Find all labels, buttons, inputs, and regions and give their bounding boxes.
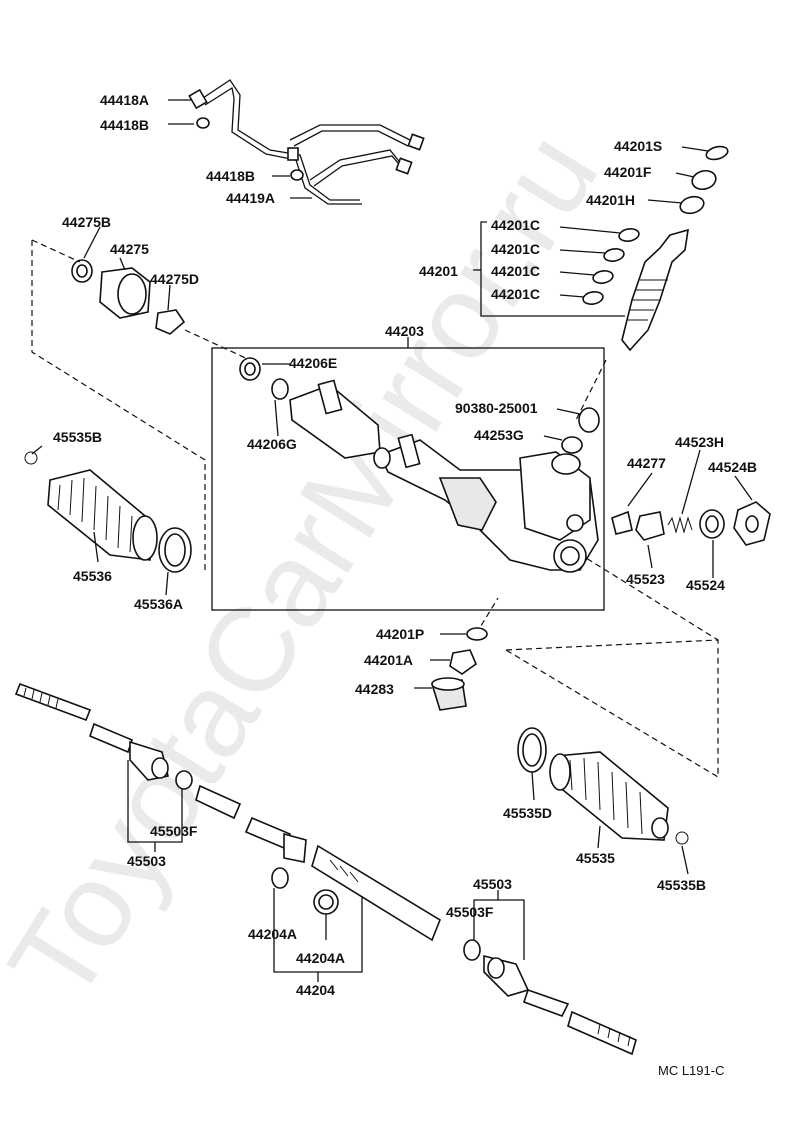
label-44206G: 44206G [247,436,297,452]
label-44206E: 44206E [289,355,337,371]
label-45503-right: 45503 [473,876,512,892]
label-44419A: 44419A [226,190,275,206]
label-44201P: 44201P [376,626,424,642]
label-44203: 44203 [385,323,424,339]
label-44275D: 44275D [150,271,199,287]
pinion-nut-group [430,627,488,711]
label-44253G: 44253G [474,427,524,443]
label-44275B: 44275B [62,214,111,230]
label-44524B: 44524B [708,459,757,475]
label-45536: 45536 [73,568,112,584]
label-44418B-upper: 44418B [100,117,149,133]
pinion-valve-group [582,145,729,352]
label-44201S: 44201S [614,138,662,154]
label-44201C-4: 44201C [491,286,540,302]
label-45535B-left: 45535B [53,429,102,445]
label-45535B-right: 45535B [657,877,706,893]
diagram-code: MC L191-C [658,1063,724,1078]
label-44201F: 44201F [604,164,652,180]
label-44201C-2: 44201C [491,241,540,257]
label-44201: 44201 [419,263,458,279]
pressure-tubes [188,79,425,205]
label-44204: 44204 [296,982,335,998]
bushing-group [71,259,186,335]
label-90380-25001: 90380-25001 [455,400,538,416]
gear-housing [239,357,600,573]
label-44201C-3: 44201C [491,263,540,279]
label-44201A: 44201A [364,652,413,668]
label-44201C-1: 44201C [491,217,540,233]
label-45523: 45523 [626,571,665,587]
right-boot-group [517,727,689,845]
label-45535D: 45535D [503,805,552,821]
label-44204A-right: 44204A [296,950,345,966]
label-45503F-left: 45503F [150,823,198,839]
rack-and-tie-rods [14,682,637,1056]
label-45503F-right: 45503F [446,904,494,920]
rack-guide-group [611,501,771,546]
label-44523H: 44523H [675,434,724,450]
label-44204A-left: 44204A [248,926,297,942]
label-44277: 44277 [627,455,666,471]
label-44418B-lower: 44418B [206,168,255,184]
label-45536A: 45536A [134,596,183,612]
label-45524: 45524 [686,577,725,593]
label-44418A: 44418A [100,92,149,108]
label-45503-left: 45503 [127,853,166,869]
label-44283: 44283 [355,681,394,697]
label-44275: 44275 [110,241,149,257]
label-45535: 45535 [576,850,615,866]
left-boot-group [24,451,192,573]
label-44201H: 44201H [586,192,635,208]
